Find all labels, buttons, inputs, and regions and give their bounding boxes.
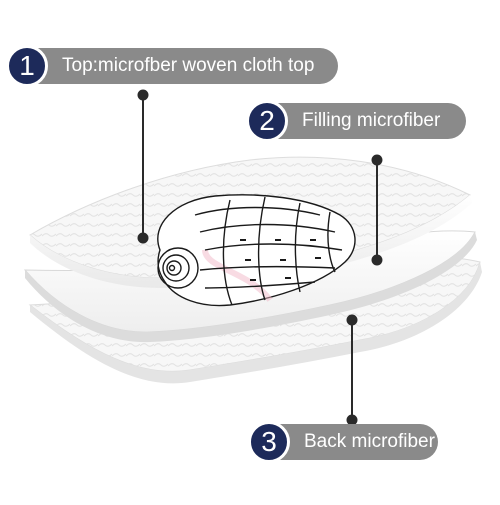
leader-lines — [137, 89, 383, 426]
number-badge: 2 — [246, 100, 288, 142]
label-text: Back microfiber — [304, 431, 435, 452]
leader-dot — [371, 154, 383, 166]
label-filling: 2 Filling microfiber — [246, 100, 466, 142]
label-top-cloth: 1 Top:microfber woven cloth top — [6, 45, 338, 87]
leader-dot — [137, 89, 149, 101]
leader-dot — [346, 314, 358, 326]
label-text: Top:microfber woven cloth top — [62, 55, 315, 76]
number-badge: 1 — [6, 45, 48, 87]
label-back: 3 Back microfiber — [248, 421, 438, 463]
seashell-illustration — [157, 194, 356, 307]
leader-dot — [137, 232, 149, 244]
number-badge: 3 — [248, 421, 290, 463]
leader-dot — [371, 254, 383, 266]
label-text: Filling microfiber — [302, 110, 441, 131]
